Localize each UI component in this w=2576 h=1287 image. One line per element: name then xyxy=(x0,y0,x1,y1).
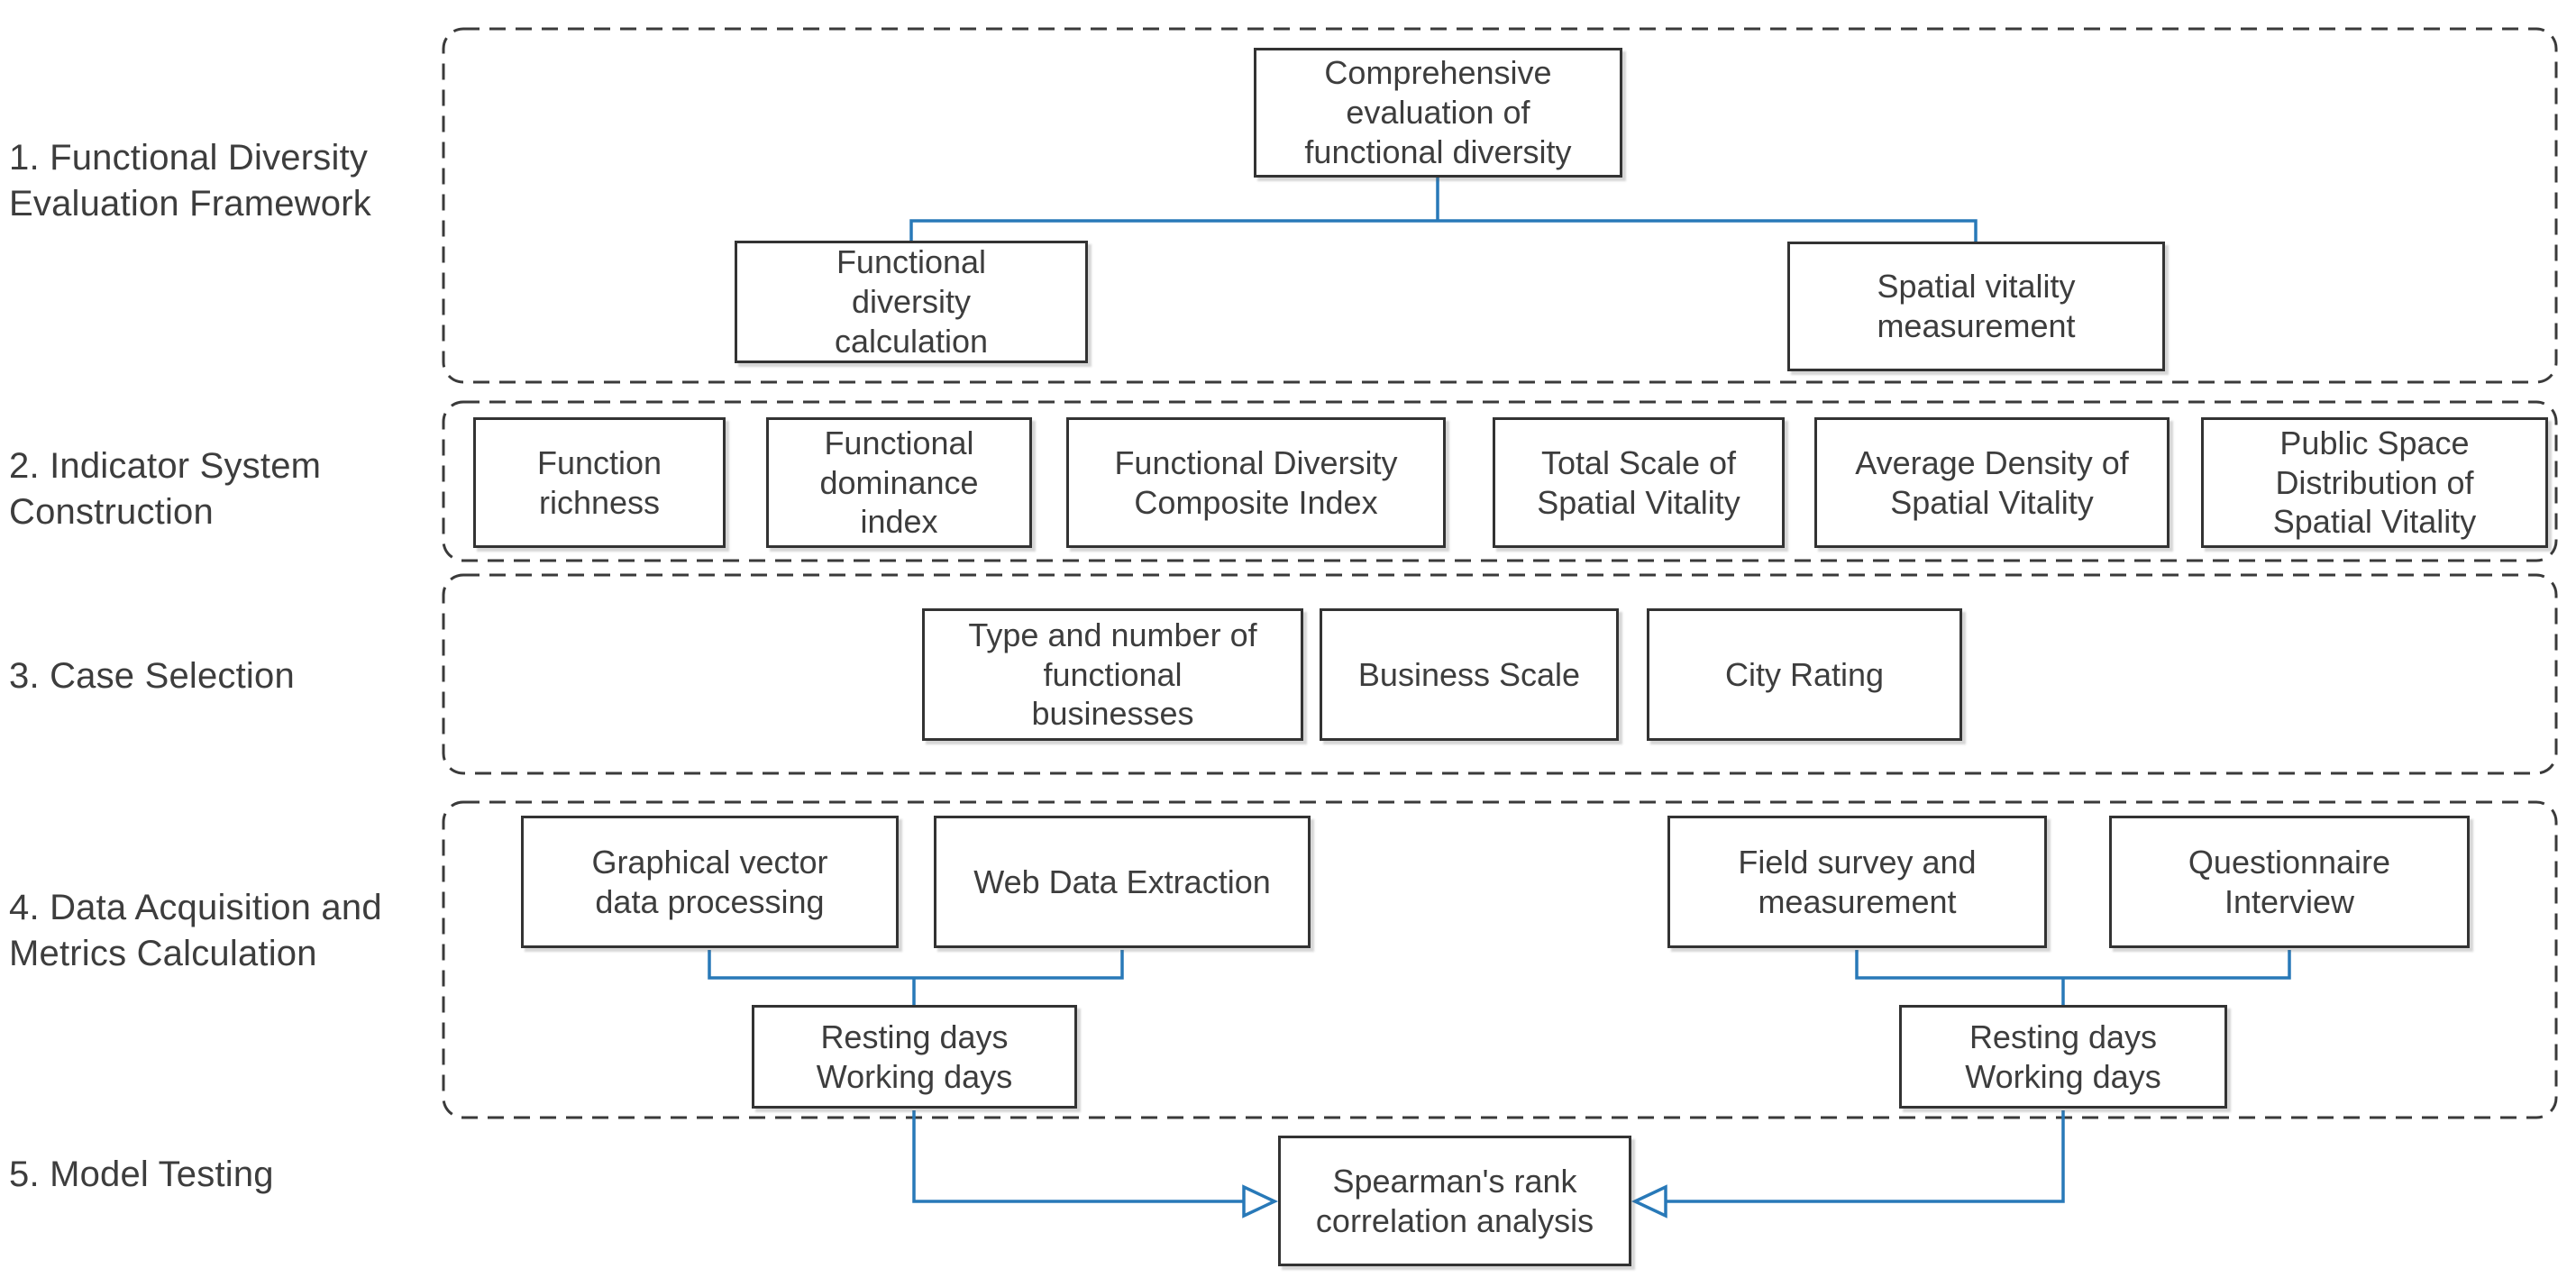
section-outline-framework xyxy=(442,27,2558,384)
connector-framework-tree xyxy=(909,178,1978,243)
box-functional-dominance-index: Functional dominance index xyxy=(766,417,1032,548)
connector-right-to-spearman xyxy=(1666,1110,2065,1203)
section-outline-data-acquisition xyxy=(442,800,2558,1119)
box-spatial-vitality-measurement: Spatial vitality measurement xyxy=(1787,242,2165,371)
section-outline-indicators xyxy=(442,400,2558,562)
box-type-number-functional-businesses: Type and number of functional businesses xyxy=(922,608,1303,741)
connector-right-methods-tree xyxy=(1855,950,2291,1007)
section-label-1: 1. Functional Diversity Evaluation Frame… xyxy=(9,138,371,224)
box-functional-diversity-composite-index: Functional Diversity Composite Index xyxy=(1066,417,1446,548)
arrowhead-right-icon xyxy=(1242,1184,1279,1219)
section-outline-case-selection xyxy=(442,573,2558,775)
box-public-space-distribution: Public Space Distribution of Spatial Vit… xyxy=(2201,417,2548,548)
connector-left-to-spearman xyxy=(912,1110,1244,1203)
box-questionnaire-interview: Questionnaire Interview xyxy=(2109,816,2470,948)
box-business-scale: Business Scale xyxy=(1320,608,1619,741)
box-resting-working-days-left: Resting days Working days xyxy=(752,1005,1077,1109)
box-web-data-extraction: Web Data Extraction xyxy=(934,816,1311,948)
box-field-survey-measurement: Field survey and measurement xyxy=(1667,816,2047,948)
box-city-rating: City Rating xyxy=(1647,608,1962,741)
box-functional-diversity-calculation: Functional diversity calculation xyxy=(735,241,1088,363)
connector-left-methods-tree xyxy=(708,950,1124,1007)
box-comprehensive-evaluation: Comprehensive evaluation of functional d… xyxy=(1254,48,1622,178)
section-label-4: 4. Data Acquisition and Metrics Calculat… xyxy=(9,888,382,974)
box-resting-working-days-right: Resting days Working days xyxy=(1899,1005,2227,1109)
box-average-density-spatial-vitality: Average Density of Spatial Vitality xyxy=(1814,417,2170,548)
box-graphical-vector-data-processing: Graphical vector data processing xyxy=(521,816,899,948)
arrowhead-left-icon xyxy=(1631,1184,1667,1219)
box-function-richness: Function richness xyxy=(473,417,726,548)
section-label-3: 3. Case Selection xyxy=(9,656,295,696)
section-label-5: 5. Model Testing xyxy=(9,1155,274,1194)
box-total-scale-spatial-vitality: Total Scale of Spatial Vitality xyxy=(1493,417,1785,548)
box-spearman-analysis: Spearman's rank correlation analysis xyxy=(1278,1136,1631,1266)
section-label-2: 2. Indicator System Construction xyxy=(9,446,322,533)
